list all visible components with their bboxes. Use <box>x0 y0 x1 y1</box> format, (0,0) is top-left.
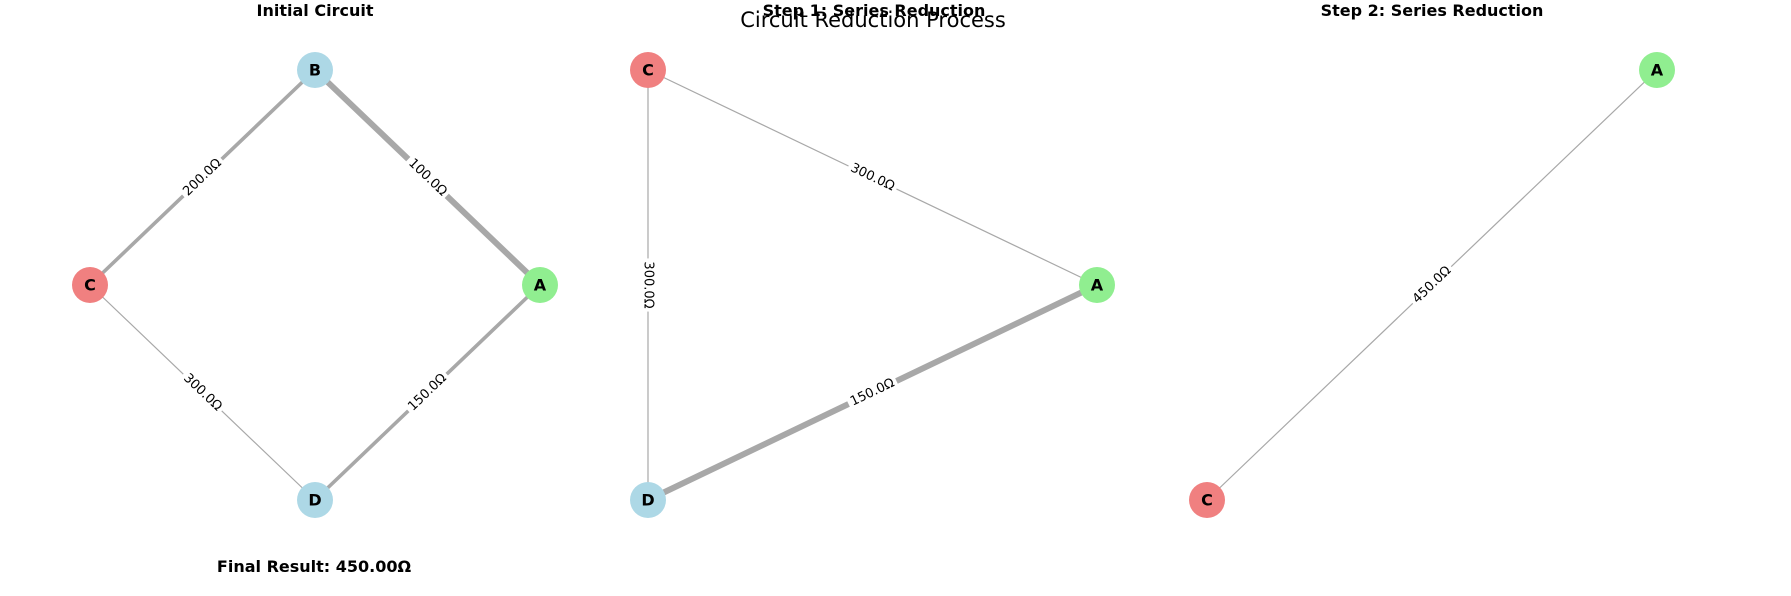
panel-step-1: 300.0Ω 300.0Ω 150.0Ω C A D <box>630 52 1115 518</box>
edge-label-layer: 200.0Ω 100.0Ω 300.0Ω 150.0Ω <box>177 152 453 418</box>
edge-label-background <box>402 367 453 418</box>
node-A <box>1079 267 1115 303</box>
edge-label: 300.0Ω <box>180 371 224 414</box>
panel-title-initial: Initial Circuit <box>257 1 374 20</box>
node-layer: AC <box>1189 52 1675 518</box>
edge-label-background <box>639 258 657 312</box>
edge-layer <box>88 67 543 502</box>
node-label-C: C <box>1201 491 1213 510</box>
edge-label-group: 300.0Ω <box>639 258 657 312</box>
edge-label: 100.0Ω <box>405 156 449 199</box>
node-label-C: C <box>84 276 96 295</box>
edge-label-background <box>844 157 901 198</box>
edge-label-background <box>402 152 453 203</box>
node-C <box>630 52 666 88</box>
edge-label-group: 300.0Ω <box>177 367 228 418</box>
edge-label-layer: 300.0Ω 300.0Ω 150.0Ω <box>639 157 901 413</box>
edge-label-group: 450.0Ω <box>1406 260 1458 310</box>
node-label-D: D <box>308 491 321 510</box>
panel-title-step-1: Step 1: Series Reduction <box>763 1 986 20</box>
node-label-D: D <box>641 491 654 510</box>
edge-label: 450.0Ω <box>1410 263 1454 306</box>
figure-suptitle: Circuit Reduction Process <box>740 8 1006 32</box>
edge-label: 300.0Ω <box>848 161 897 195</box>
edge-label-background <box>844 372 901 413</box>
edge-label-group: 150.0Ω <box>402 367 453 418</box>
edge-label-background <box>177 152 228 203</box>
node-layer: C A D <box>630 52 1115 518</box>
edge-label-group: 200.0Ω <box>177 152 228 203</box>
edge-label-group: 150.0Ω <box>844 372 901 413</box>
panel-initial-circuit: 200.0Ω 100.0Ω 300.0Ω 150.0Ω B C A D <box>72 52 558 518</box>
final-result-label: Final Result: 450.00Ω <box>217 557 412 576</box>
node-label-A: A <box>1651 61 1664 80</box>
node-D <box>630 482 666 518</box>
node-label-C: C <box>642 61 654 80</box>
node-A <box>1639 52 1675 88</box>
node-label-A: A <box>534 276 547 295</box>
node-B <box>297 52 333 88</box>
node-label-A: A <box>1091 276 1104 295</box>
node-label-B: B <box>309 61 321 80</box>
edge-label: 200.0Ω <box>180 156 224 199</box>
edge-label-layer: 450.0Ω <box>1406 260 1458 310</box>
edge-label: 300.0Ω <box>641 261 656 308</box>
edge-layer <box>645 69 1100 503</box>
edge-label-background <box>177 367 228 418</box>
node-A <box>522 267 558 303</box>
edge-label-group: 300.0Ω <box>844 157 901 198</box>
edge-label-group: 100.0Ω <box>402 152 453 203</box>
edge-label: 150.0Ω <box>405 371 449 414</box>
node-C <box>1189 482 1225 518</box>
edge-label: 150.0Ω <box>848 376 897 410</box>
node-layer: B C A D <box>72 52 558 518</box>
node-C <box>72 267 108 303</box>
panel-title-step-2: Step 2: Series Reduction <box>1321 1 1544 20</box>
edge-label-background <box>1406 260 1458 310</box>
node-D <box>297 482 333 518</box>
